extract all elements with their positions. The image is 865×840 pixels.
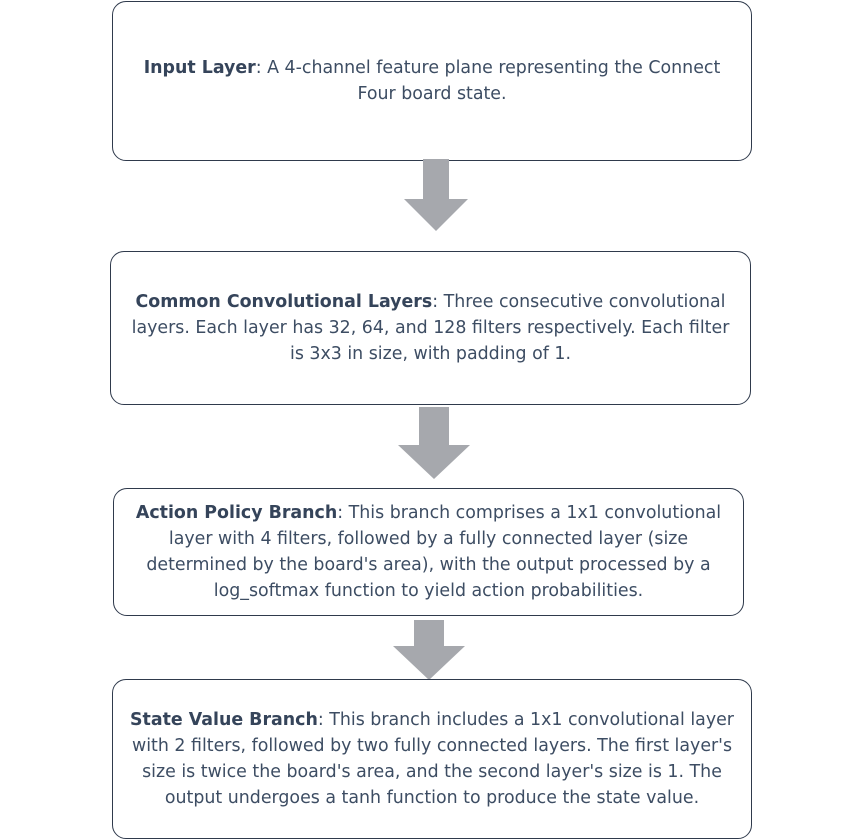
state-value-branch-title: State Value Branch [130, 710, 318, 730]
arrow-3-shape [393, 620, 465, 680]
down-arrow-icon [398, 407, 470, 479]
input-layer-text: : A 4-channel feature plane representing… [255, 58, 721, 104]
arrow-1-shape [404, 159, 468, 231]
common-conv-layers-description: Common Convolutional Layers: Three conse… [125, 289, 736, 367]
action-policy-branch-node: Action Policy Branch: This branch compri… [113, 488, 744, 616]
common-conv-layers-text: : Three consecutive convolutional layers… [131, 292, 730, 364]
action-policy-branch-description: Action Policy Branch: This branch compri… [128, 500, 729, 604]
input-layer-node: Input Layer: A 4-channel feature plane r… [112, 1, 752, 161]
arrow-2-shape [398, 407, 470, 479]
state-value-branch-description: State Value Branch: This branch includes… [127, 707, 737, 811]
down-arrow-icon [404, 159, 468, 231]
state-value-branch-node: State Value Branch: This branch includes… [112, 679, 752, 839]
action-policy-branch-text: : This branch comprises a 1x1 convolutio… [146, 503, 722, 601]
state-value-branch-text: : This branch includes a 1x1 convolution… [131, 710, 734, 808]
common-conv-layers-title: Common Convolutional Layers [135, 292, 433, 312]
input-layer-title: Input Layer [143, 58, 256, 78]
action-policy-branch-title: Action Policy Branch [135, 503, 338, 523]
down-arrow-icon [393, 620, 465, 680]
common-conv-layers-node: Common Convolutional Layers: Three conse… [110, 251, 751, 405]
input-layer-description: Input Layer: A 4-channel feature plane r… [127, 55, 737, 107]
